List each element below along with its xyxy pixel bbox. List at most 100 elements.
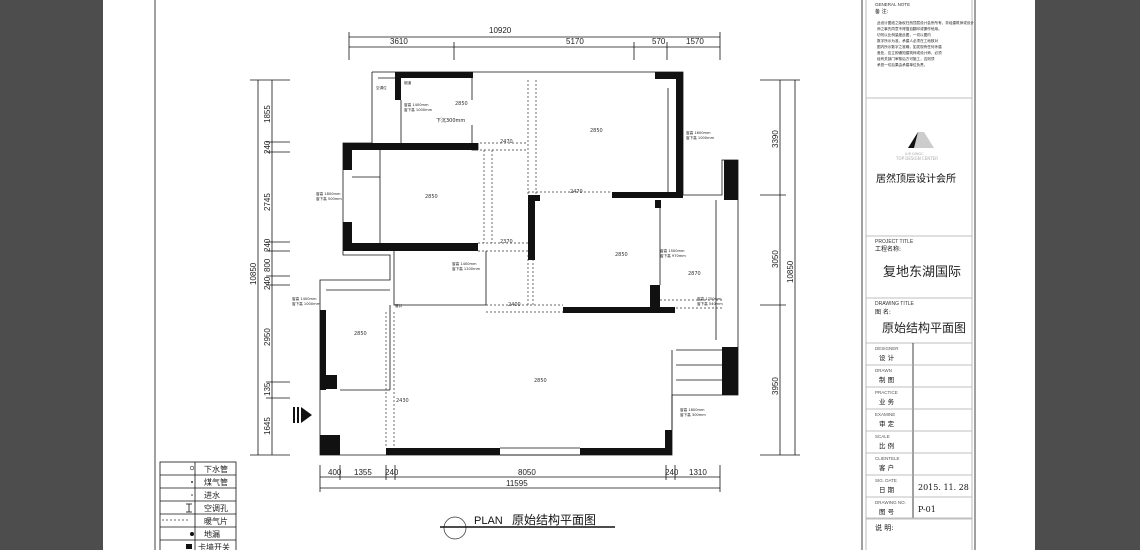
- title-row-label-en: DRAWN: [875, 368, 892, 373]
- shaft-label: 管井: [395, 303, 403, 308]
- title-row-label-en: SIG. DATE: [875, 478, 897, 483]
- general-note-label: GENERAL NOTE: [875, 2, 910, 7]
- room-labels: 2850 下沉300mm 空调位 烟道 2850 2850 2850 2870 …: [354, 80, 701, 404]
- note-line: 此设计图纸之版权归然顶层设计会所所有，非经建筑师或设计: [877, 20, 974, 25]
- beam-lines: [385, 80, 722, 448]
- general-note-label-zh: 备 注:: [875, 8, 889, 15]
- title-row-label-zh: 图 号: [879, 508, 895, 516]
- ceiling-height: 2850: [615, 252, 628, 258]
- note-line: 承担一切后果由承建单位负责。: [877, 62, 927, 67]
- entrance-arrow-icon: [293, 407, 312, 423]
- structural-walls: [320, 72, 738, 455]
- dim-left: 2950: [263, 328, 272, 346]
- title-row-label-en: EXAMINE: [875, 412, 895, 417]
- dim-top: 3610: [390, 37, 408, 46]
- window-height: 窗高 1400mm: [452, 261, 477, 266]
- legend-item: 煤气管: [204, 477, 228, 487]
- dim-left: 1645: [263, 417, 272, 435]
- beam-height: 2430: [396, 398, 409, 404]
- dim-top: 570: [652, 37, 666, 46]
- top-dimensions: 10920 3610 5170 570 1570: [348, 26, 721, 60]
- dim-left: 800: [263, 258, 272, 272]
- note-line: 图内所示数字之准确，如发现有任何矛盾: [877, 44, 942, 49]
- dim-left: 240: [263, 140, 272, 154]
- title-row-label-zh: 客 户: [879, 463, 894, 472]
- window-height: 窗高 1800mm: [316, 191, 341, 196]
- dim-bottom-total: 11595: [506, 479, 528, 488]
- ceiling-height: 2850: [455, 101, 468, 107]
- window-sill: 窗下高 970mm: [660, 253, 686, 258]
- drain-pipe-icon: [189, 465, 195, 471]
- window-height: 窗高 1400mm: [292, 296, 317, 301]
- title-row-label-en: CLIENTELE: [875, 456, 900, 461]
- gas-pipe-icon: [191, 481, 193, 483]
- ac-position-label: 空调位: [376, 85, 387, 90]
- dim-left: 1855: [263, 105, 272, 123]
- company-name: 居然顶层设计会所: [876, 172, 956, 185]
- dim-right: 3950: [771, 377, 780, 395]
- window-height: 窗高 1800mm: [680, 407, 705, 412]
- note-line: 经有关部门审核后方可施工，否则须: [877, 56, 935, 61]
- dim-left: 240: [263, 238, 272, 252]
- dim-right-total: 10850: [786, 260, 795, 283]
- floor-drain-icon: [190, 532, 194, 536]
- project-title-label: PROJECT TITLE: [875, 239, 914, 245]
- company-logo: JUR DINGC TOP DESIGN CENTER: [895, 132, 938, 161]
- dim-top: 1570: [686, 37, 704, 46]
- window-height: 窗高 1400mm: [404, 102, 429, 107]
- remarks-label: 说 明:: [875, 523, 894, 532]
- right-dimensions: 3390 3050 3950 10850: [760, 79, 800, 456]
- dim-top-total: 10920: [489, 26, 512, 35]
- title-row-label-en: SCALE: [875, 434, 890, 439]
- window-sill: 窗下高 540mm: [697, 301, 723, 306]
- drawing-title-label-zh: 图 名:: [875, 308, 891, 316]
- window-sill: 窗下高 1200mm: [452, 266, 481, 271]
- ac-hole-icon: [186, 503, 192, 513]
- drawing-title-label: DRAWING TITLE: [875, 301, 915, 307]
- ceiling-height: 2850: [590, 128, 603, 134]
- title-row-label-zh: 审 定: [879, 419, 895, 428]
- title-row-label-en: DRAWING NO.: [875, 500, 906, 505]
- beam-height: 2470: [570, 189, 583, 195]
- right-margin: [1035, 0, 1140, 550]
- title-row-label-zh: 业 务: [879, 397, 895, 406]
- legend-item: 下水管: [204, 464, 228, 474]
- dim-bottom: 1310: [689, 468, 707, 477]
- note-line: 数字所示为准，承建人必须在工地核对: [877, 38, 938, 43]
- dim-left: 240: [263, 276, 272, 290]
- note-line: 师之事先同意不得擅自翻印或挪作他用。: [877, 26, 942, 31]
- dim-bottom: 1355: [354, 468, 372, 477]
- title-row-value: P-01: [918, 505, 936, 514]
- logo-text: JUR DINGC: [904, 152, 924, 156]
- project-name: 复地东湖国际: [883, 265, 961, 280]
- dim-left: 2745: [263, 193, 272, 211]
- title-row-value: 2015. 11. 28: [918, 483, 969, 492]
- legend-item: 暖气片: [204, 516, 228, 526]
- dim-top: 5170: [566, 37, 584, 46]
- window-height: 窗高 1500mm: [660, 248, 685, 253]
- plan-label-zh: 原始结构平面图: [512, 512, 596, 527]
- title-row-label-en: PRACTICE: [875, 390, 898, 395]
- legend-item: 地漏: [204, 529, 220, 539]
- ceiling-height: 2870: [688, 271, 701, 277]
- left-margin: [0, 0, 103, 550]
- title-row-label-zh: 设 计: [879, 353, 895, 362]
- plan-title: PLAN 原始结构平面图: [440, 512, 615, 540]
- note-line: 差处，应立即通知建筑师或设计师，必须: [877, 50, 942, 55]
- dim-left: 135: [263, 382, 272, 396]
- window-height: 窗高 1700mm: [697, 296, 722, 301]
- switch-icon: [186, 544, 192, 549]
- dim-right: 3050: [771, 250, 780, 268]
- window-height: 窗高 1600mm: [686, 130, 711, 135]
- title-block: GENERAL NOTE 备 注: 此设计图纸之版权归然顶层设计会所所有，非经建…: [865, 0, 974, 550]
- note-line: 切勿以比例量度此图，一切以图内: [877, 32, 931, 37]
- legend-item: 进水: [204, 490, 220, 500]
- dim-bottom: 8050: [518, 468, 536, 477]
- logo-subtitle: TOP DESIGN CENTER: [895, 156, 938, 161]
- window-sill: 窗下高 1000mm: [686, 135, 715, 140]
- wall-outlines: [319, 71, 739, 456]
- title-row-label-zh: 日 期: [879, 486, 895, 494]
- plan-label-en: PLAN: [474, 515, 503, 527]
- beam-height: 2400: [508, 302, 521, 308]
